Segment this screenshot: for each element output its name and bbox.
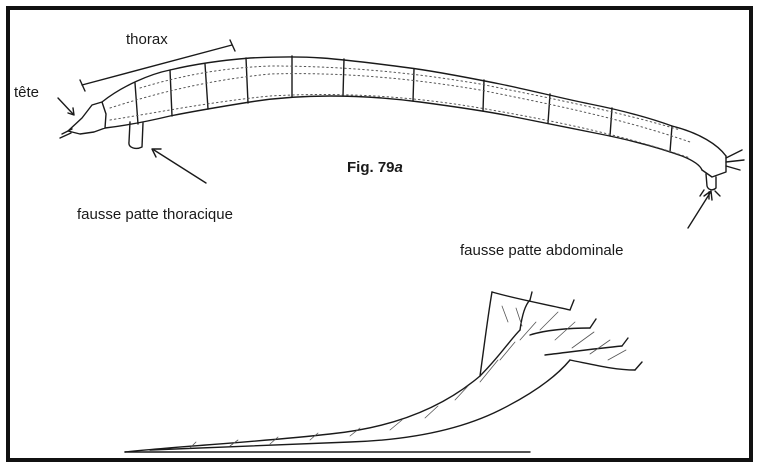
figure-number: Fig. 79a xyxy=(347,160,403,175)
larva-body xyxy=(60,56,744,199)
tail-hatching xyxy=(190,306,626,448)
head-label: tête xyxy=(14,85,39,100)
abdominal-proleg-label: fausse patte abdominale xyxy=(460,243,623,258)
thoracic-proleg-label: fausse patte thoracique xyxy=(77,207,233,222)
tail-drawing xyxy=(125,292,642,452)
thorax-label: thorax xyxy=(126,32,168,47)
larva-drawing xyxy=(10,10,749,458)
figure-number-suffix: a xyxy=(395,159,403,176)
figure-number-prefix: Fig. 79 xyxy=(347,159,395,176)
body-stipple xyxy=(110,66,690,158)
figure-frame: thorax tête Fig. 79a fausse patte thorac… xyxy=(6,6,753,462)
